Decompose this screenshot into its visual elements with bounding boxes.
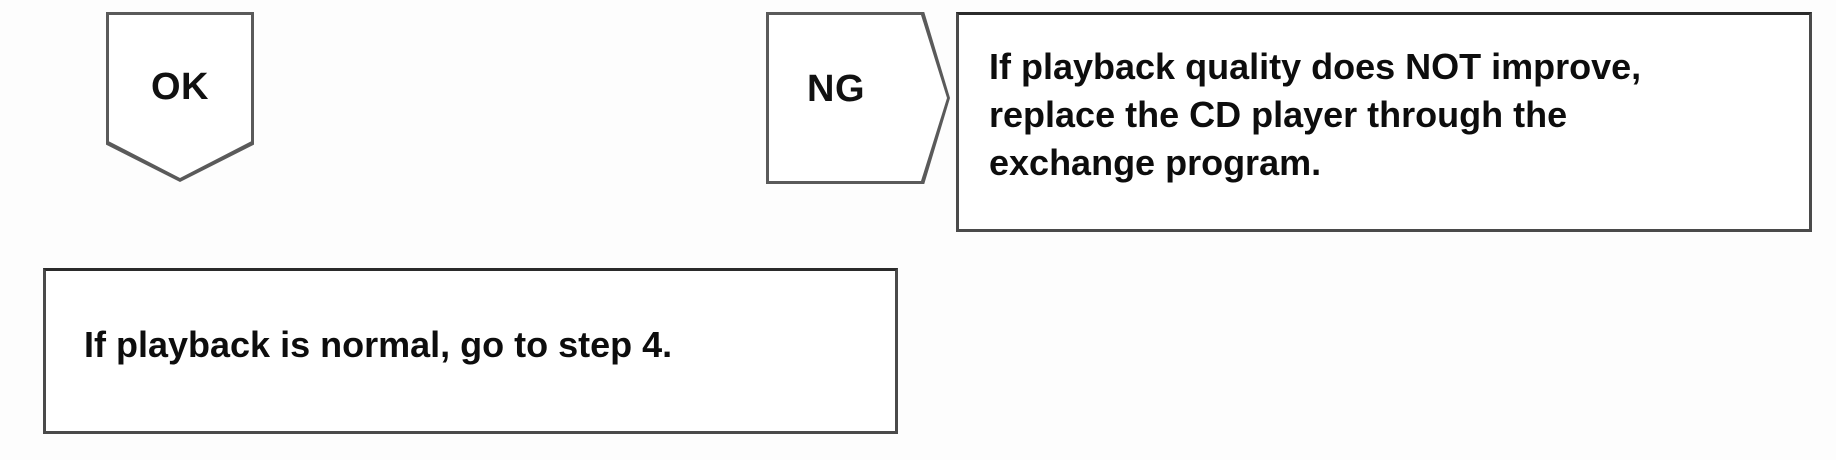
ok-instruction-box: If playback is normal, go to step 4. bbox=[43, 268, 898, 434]
ng-result-marker: NG bbox=[766, 12, 950, 184]
ok-result-marker: OK bbox=[106, 12, 254, 182]
ng-instruction-box: If playback quality does NOT improve, re… bbox=[956, 12, 1812, 232]
ng-marker-label: NG bbox=[807, 68, 865, 110]
ok-marker-fill bbox=[109, 15, 251, 178]
ok-marker-label: OK bbox=[151, 66, 209, 108]
ng-instruction-text: If playback quality does NOT improve, re… bbox=[989, 46, 1642, 183]
ng-marker-fill bbox=[769, 15, 947, 181]
ok-instruction-text: If playback is normal, go to step 4. bbox=[84, 324, 673, 365]
